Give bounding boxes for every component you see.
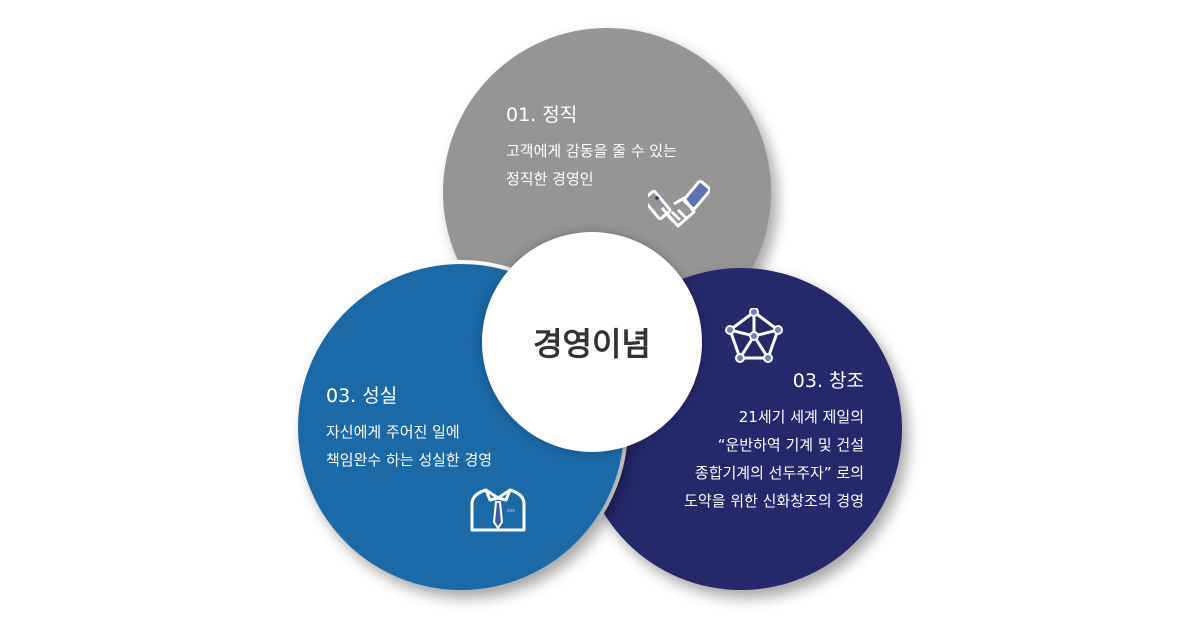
sincerity-line: 자신에게 주어진 일에 xyxy=(326,423,460,441)
network-icon xyxy=(725,308,783,363)
center-circle: 경영이념 xyxy=(482,232,702,452)
handshake-icon xyxy=(648,179,710,228)
sincerity-title: 03. 성실 xyxy=(326,385,398,407)
shirt-tie-icon xyxy=(470,488,526,532)
creativity-line: 도약을 위한 신화창조의 경영 xyxy=(684,492,864,510)
creativity-text: 03. 창조 21세기 세계 제일의 “운반하역 기계 및 건설 종합기계의 선… xyxy=(684,366,864,515)
sincerity-text: 03. 성실 자신에게 주어진 일에 책임완수 하는 성실한 경영 xyxy=(326,381,492,474)
creativity-line: “운반하역 기계 및 건설 xyxy=(717,436,864,454)
creativity-line: 종합기계의 선두주자” 로의 xyxy=(694,464,864,482)
honesty-text: 01. 정직 고객에게 감동을 줄 수 있는 정직한 경영인 xyxy=(506,100,677,193)
creativity-title: 03. 창조 xyxy=(792,370,864,392)
honesty-line: 고객에게 감동을 줄 수 있는 xyxy=(506,142,677,160)
creativity-line: 21세기 세계 제일의 xyxy=(738,408,864,426)
sincerity-line: 책임완수 하는 성실한 경영 xyxy=(326,451,493,469)
center-title: 경영이념 xyxy=(533,325,651,363)
honesty-title: 01. 정직 xyxy=(506,104,578,126)
honesty-line: 정직한 경영인 xyxy=(506,170,594,188)
